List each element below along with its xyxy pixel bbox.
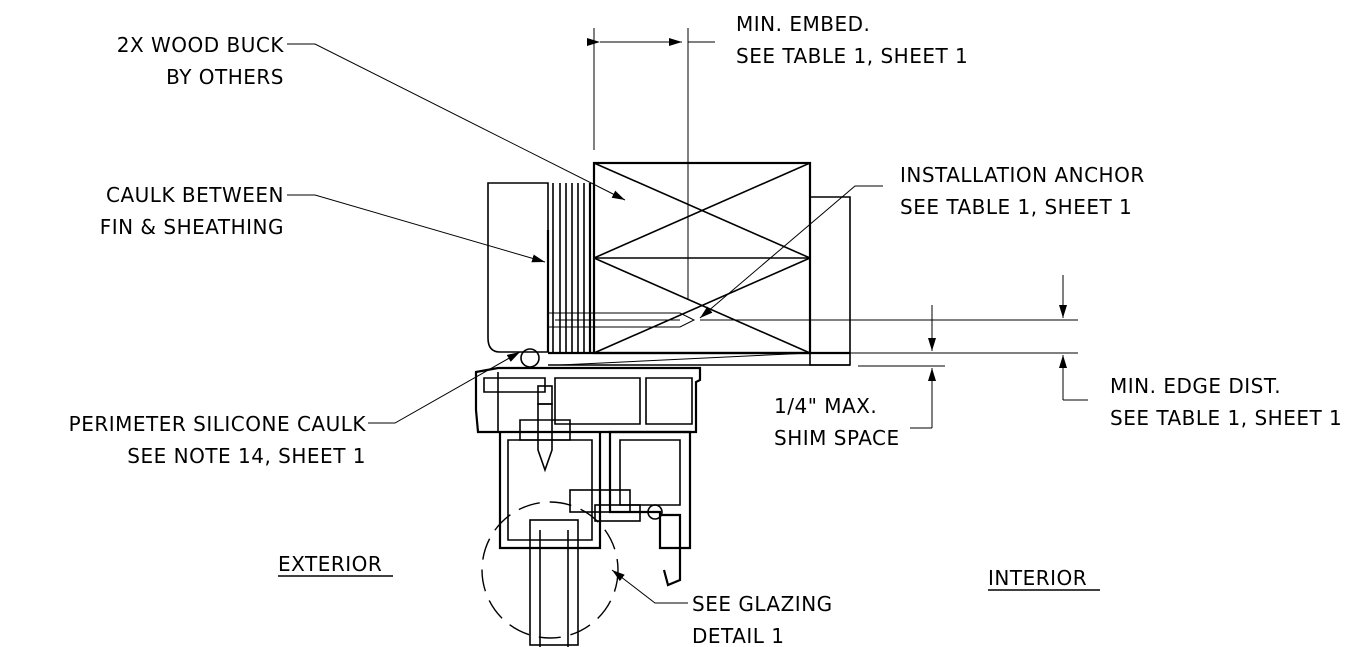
exterior-wall-finish (487, 182, 549, 353)
min-embed-label-line1: MIN. EMBED. (736, 12, 870, 36)
window-frame-extrusion (474, 366, 702, 587)
shim-space-dimension (858, 305, 945, 429)
min-edge-label-line2: SEE TABLE 1, SHEET 1 (1110, 406, 1342, 430)
wood-buck-label-line1: 2X WOOD BUCK (117, 33, 285, 57)
caulk-between-label-line2: FIN & SHEATHING (100, 215, 284, 239)
wood-buck (592, 161, 812, 355)
sheathing-layers (546, 183, 592, 352)
installation-anchor-screw (547, 312, 696, 328)
shim-space-label-line1: 1/4" MAX. (774, 394, 877, 418)
glazing-label-line2: DETAIL 1 (692, 624, 785, 647)
perimeter-caulk-label-line1: PERIMETER SILICONE CAULK (69, 412, 367, 436)
installation-anchor-label-line2: SEE TABLE 1, SHEET 1 (900, 195, 1132, 219)
exterior-label: EXTERIOR (278, 552, 382, 576)
leader-lines (287, 43, 883, 604)
caulk-between-label-line1: CAULK BETWEEN (106, 183, 284, 207)
shim-space-label-line2: SHIM SPACE (774, 426, 900, 450)
interior-label: INTERIOR (988, 566, 1087, 590)
glazing-label-line1: SEE GLAZING (692, 592, 833, 616)
perimeter-caulk-label-line2: SEE NOTE 14, SHEET 1 (127, 444, 366, 468)
glazing-unit (481, 501, 619, 647)
min-edge-dimension (700, 275, 1088, 401)
installation-anchor-label-line1: INSTALLATION ANCHOR (900, 163, 1145, 187)
interior-wall-finish (809, 196, 851, 366)
shim-space (520, 348, 850, 368)
min-embed-label-line2: SEE TABLE 1, SHEET 1 (736, 44, 968, 68)
min-embed-dimension (587, 28, 715, 300)
min-edge-label-line1: MIN. EDGE DIST. (1110, 374, 1281, 398)
wood-buck-label-line2: BY OTHERS (166, 65, 284, 89)
